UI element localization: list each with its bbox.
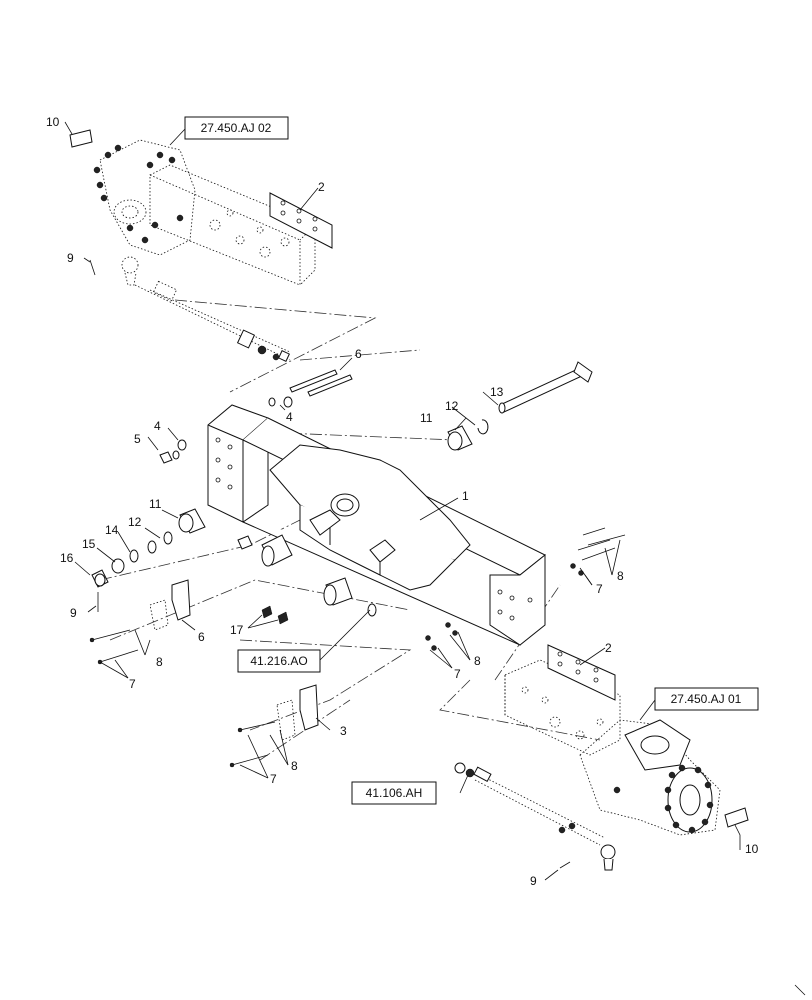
grease-fittings [261, 605, 289, 625]
callout: 7 [129, 677, 136, 691]
callout: 6 [198, 630, 205, 644]
center-bushings [237, 534, 377, 617]
callout: 13 [490, 385, 504, 399]
ref-box-steering-knuckle-right[interactable]: 27.450.AJ 01 [654, 687, 759, 711]
callout: 11 [149, 497, 162, 511]
callout: 10 [745, 842, 759, 856]
tie-rod-right [454, 762, 606, 846]
axle-housing [207, 404, 546, 646]
callout-labels: 10 2 9 6 4 4 5 13 12 11 1 11 12 14 15 16… [46, 115, 759, 888]
callout: 9 [70, 606, 77, 620]
callout: 10 [46, 115, 60, 129]
ref-box-steering-knuckle-left[interactable]: 27.450.AJ 02 [184, 116, 289, 140]
callout: 8 [156, 655, 163, 669]
callout: 11 [420, 411, 433, 425]
plate-right [547, 644, 616, 701]
left-steering-knuckle [93, 139, 316, 286]
callout: 4 [154, 419, 161, 433]
callout: 14 [105, 523, 119, 537]
cotter-pin-9-c [559, 861, 571, 869]
callout: 7 [596, 582, 603, 596]
leader-lines [64, 121, 741, 881]
svg-text:27.450.AJ 02: 27.450.AJ 02 [201, 121, 272, 135]
washer-12-left [163, 531, 173, 545]
callout: 12 [128, 515, 142, 529]
callout: 2 [318, 180, 325, 194]
callout: 4 [286, 410, 293, 424]
washer-14-left [129, 549, 139, 563]
callout: 15 [82, 537, 96, 551]
callout: 16 [60, 551, 74, 565]
right-steering-knuckle [504, 659, 721, 871]
washer-15-left [111, 558, 125, 574]
callout: 8 [617, 569, 624, 583]
callout: 9 [67, 251, 74, 265]
callout: 8 [474, 654, 481, 668]
clamp-6-upper [149, 579, 191, 631]
callout: 12 [445, 399, 459, 413]
callout: 7 [454, 667, 461, 681]
callout: 2 [605, 641, 612, 655]
bushing-11-left [178, 508, 206, 534]
snap-ring-12-top [477, 419, 489, 435]
svg-text:27.450.AJ 01: 27.450.AJ 01 [671, 692, 742, 706]
clamp-6-lower [276, 684, 319, 741]
bolts-3 [289, 369, 353, 397]
ref-box-tie-rod[interactable]: 41.106.AH [351, 781, 437, 805]
callout: 8 [291, 759, 298, 773]
nut-16 [91, 569, 109, 588]
ref-box-bushing[interactable]: 41.216.AO [237, 649, 321, 673]
bolts-7-8 [89, 527, 626, 768]
corner-mark [794, 984, 806, 996]
callout: 6 [355, 347, 362, 361]
clip-10-right [724, 807, 749, 828]
svg-text:41.216.AO: 41.216.AO [250, 654, 307, 668]
plate-left [269, 192, 333, 249]
callout: 3 [340, 724, 347, 738]
svg-text:41.106.AH: 41.106.AH [366, 786, 423, 800]
bushing-11-top [447, 425, 473, 451]
callout: 1 [462, 489, 469, 503]
callout: 9 [530, 874, 537, 888]
clip-10-left [69, 129, 93, 148]
nut-5 [159, 451, 173, 464]
cotter-pin-9-b [89, 259, 96, 276]
callout: 7 [270, 772, 277, 786]
washers-4 [172, 396, 293, 460]
callout: 5 [134, 432, 141, 446]
callout: 17 [230, 623, 244, 637]
washer-13-left [147, 540, 157, 554]
tie-rod-left [134, 280, 291, 362]
pivot-pin [498, 361, 593, 414]
